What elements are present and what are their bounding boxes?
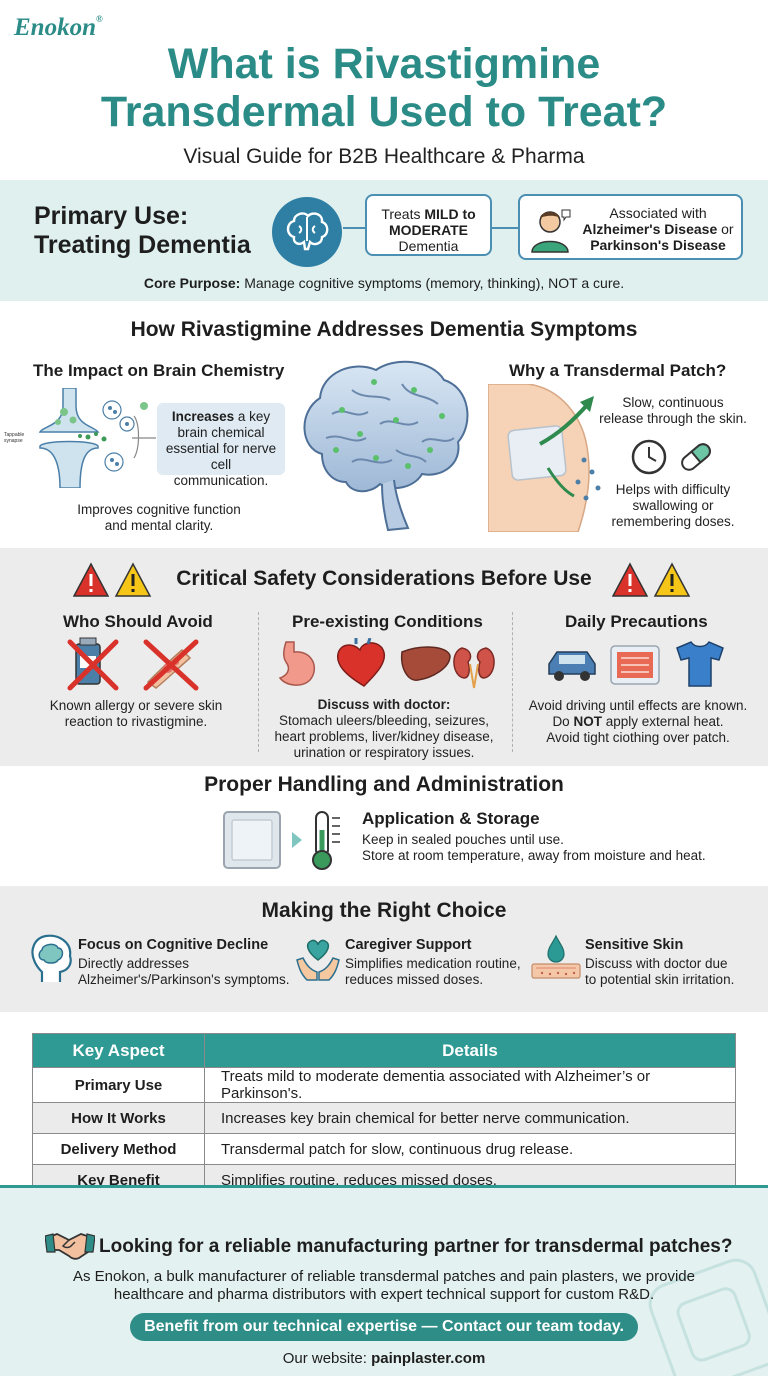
handling-title: Application & Storage bbox=[362, 809, 540, 828]
patch-decoration-icon bbox=[648, 1258, 768, 1376]
choice-3-title: Sensitive Skin bbox=[585, 937, 684, 953]
table-cell-detail: Transdermal patch for slow, continuous d… bbox=[204, 1133, 736, 1165]
patch-title: Why a Transdermal Patch? bbox=[509, 361, 727, 380]
choice-1-title: Focus on Cognitive Decline bbox=[78, 937, 269, 953]
column-divider bbox=[512, 612, 513, 752]
arm-patch-illustration bbox=[488, 384, 601, 532]
brain-illustration bbox=[303, 360, 469, 532]
precautions-text: Avoid driving until effects are known. D… bbox=[528, 698, 748, 745]
warning-icon bbox=[73, 562, 152, 597]
associated-disease-text: Associated with Alzheimer's Disease or P… bbox=[582, 205, 734, 253]
website-line: Our website: painplaster.com bbox=[282, 1350, 486, 1367]
brand-logo: Enokon® bbox=[14, 14, 103, 41]
choice-2-text: Simplifies medication routine, reduces m… bbox=[345, 956, 521, 987]
patient-icon bbox=[531, 209, 571, 253]
table-header: Key Aspect bbox=[32, 1033, 205, 1068]
summary-table: Key Aspect Details Primary Use Treats mi… bbox=[32, 1033, 736, 1196]
arrow-connector bbox=[492, 227, 518, 229]
synapse-label: Tappable synapse bbox=[4, 432, 25, 444]
cta-question: Looking for a reliable manufacturing par… bbox=[99, 1236, 733, 1257]
handling-heading: Proper Handling and Administration bbox=[204, 773, 564, 796]
page-subtitle: Visual Guide for B2B Healthcare & Pharma bbox=[183, 145, 585, 168]
pouch-thermometer-icons bbox=[223, 811, 340, 870]
column-divider bbox=[258, 612, 259, 752]
impact-title: The Impact on Brain Chemistry bbox=[33, 361, 285, 380]
cta-body: As Enokon, a bulk manufacturer of reliab… bbox=[72, 1268, 695, 1303]
choice-band bbox=[0, 886, 768, 1012]
table-header-row: Key Aspect Details bbox=[32, 1033, 736, 1068]
table-cell-detail: Treats mild to moderate dementia associa… bbox=[204, 1067, 736, 1103]
core-purpose: Core Purpose: Manage cognitive symptoms … bbox=[143, 275, 625, 291]
footer-band bbox=[0, 1185, 768, 1376]
handshake-icon bbox=[45, 1233, 95, 1260]
patch-release-text: Slow, continuous release through the ski… bbox=[599, 395, 747, 426]
website-link[interactable]: painplaster.com bbox=[371, 1350, 486, 1367]
synapse-illustration bbox=[38, 388, 156, 488]
choice-1-text: Directly addresses Alzheimer's/Parkinson… bbox=[78, 956, 290, 987]
primary-use-title: Primary Use: Treating Dementia bbox=[34, 202, 251, 259]
table-cell-detail: Increases key brain chemical for better … bbox=[204, 1102, 736, 1134]
clock-icon bbox=[631, 439, 667, 475]
table-row: How It Works Increases key brain chemica… bbox=[32, 1102, 736, 1134]
patch-help-text: Helps with difficulty swallowing or reme… bbox=[611, 482, 735, 529]
choice-3-text: Discuss with doctor due to potential ski… bbox=[585, 956, 735, 987]
choice-heading: Making the Right Choice bbox=[261, 899, 507, 922]
choice-2-title: Caregiver Support bbox=[345, 937, 472, 953]
conditions-text: Discuss with doctor: Stomach uleers/blee… bbox=[274, 697, 494, 760]
brain-icon bbox=[272, 197, 342, 267]
table-row: Delivery Method Transdermal patch for sl… bbox=[32, 1133, 736, 1165]
warning-icon bbox=[612, 562, 691, 597]
page-title: What is Rivastigmine Transdermal Used to… bbox=[100, 40, 668, 136]
table-row: Primary Use Treats mild to moderate deme… bbox=[32, 1067, 736, 1103]
table-cell-aspect: Primary Use bbox=[32, 1067, 205, 1103]
how-heading: How Rivastigmine Addresses Dementia Symp… bbox=[130, 318, 638, 341]
safety-heading: Critical Safety Considerations Before Us… bbox=[176, 567, 592, 590]
handling-text: Keep in sealed pouches until use. Store … bbox=[362, 832, 706, 863]
avoid-text: Known allergy or severe skin reaction to… bbox=[49, 698, 223, 729]
impact-caption: Improves cognitive function and mental c… bbox=[77, 502, 241, 533]
organs-icons bbox=[278, 638, 495, 689]
avoid-title: Who Should Avoid bbox=[63, 612, 213, 631]
skin-drop-icon bbox=[531, 934, 581, 979]
table-header: Details bbox=[204, 1033, 736, 1068]
precaution-icons bbox=[548, 641, 724, 687]
arrow-connector bbox=[343, 227, 365, 229]
capsule-icon bbox=[681, 443, 711, 471]
table-cell-aspect: How It Works bbox=[32, 1102, 205, 1134]
caring-hands-icon bbox=[296, 939, 340, 981]
no-allergy-icon bbox=[67, 637, 199, 691]
conditions-title: Pre-existing Conditions bbox=[292, 612, 483, 631]
chemistry-callout: Increases a key brain chemical essential… bbox=[157, 403, 285, 488]
table-cell-aspect: Delivery Method bbox=[32, 1133, 205, 1165]
contact-team-button[interactable]: Benefit from our technical expertise — C… bbox=[130, 1313, 638, 1341]
precautions-title: Daily Precautions bbox=[565, 612, 708, 631]
head-brain-icon bbox=[31, 934, 72, 982]
severity-box: Treats MILD to MODERATE Dementia bbox=[365, 194, 492, 256]
